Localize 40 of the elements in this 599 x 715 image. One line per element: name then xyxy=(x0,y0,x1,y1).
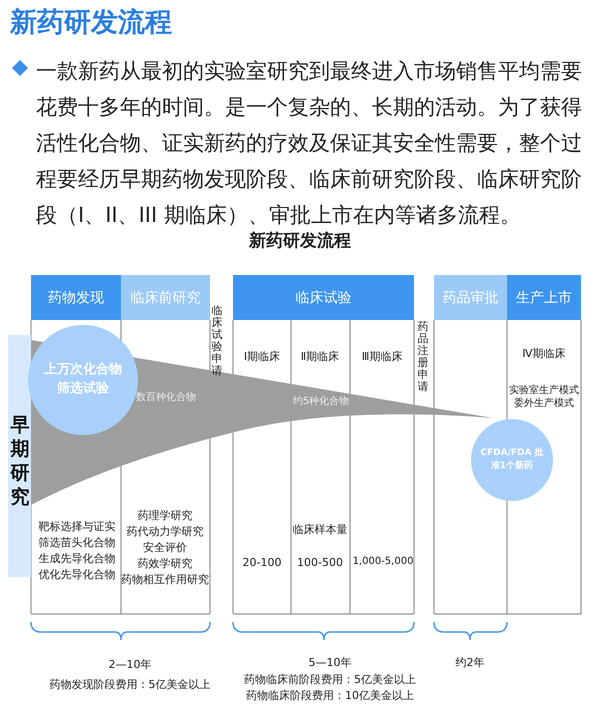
duration-text: 5—10年 xyxy=(308,655,352,670)
note-text: 委外生产模式 xyxy=(514,396,574,410)
item-text: 优化先导化合物 xyxy=(38,567,116,582)
funnel-label: 数百种化合物 xyxy=(136,390,196,404)
page-title: 新药研发流程 xyxy=(10,6,172,40)
band-label: 早期研究 xyxy=(10,413,30,509)
intro-paragraph: 一款新药从最初的实验室研究到最终进入市场销售平均需要花费十多年的时间。是一个复杂的、长期的活动。为了获得活性化合物、证实新药的疗效及保证其安全性需要，整个过程要经历早期药物发现阶段、临床前研究阶段、临床研究阶段（I、II、III 期临床）、审批上市在内等诸多流程。 xyxy=(36,58,583,229)
phase-header: 临床前研究 xyxy=(121,275,210,320)
cost-text: 药物发现阶段费用：5亿美金以上 xyxy=(50,677,210,692)
vertical-label: 临床试验申请 xyxy=(211,305,223,377)
item-text: 筛选苗头化合物 xyxy=(38,535,116,550)
cost-text: 药物临床前阶段费用：5亿美金以上 xyxy=(244,672,416,687)
phase-label: Ⅲ期临床 xyxy=(362,349,402,364)
phase-label: Ⅳ期临床 xyxy=(522,346,566,361)
item-text: 安全评价 xyxy=(143,540,187,555)
duration-text: 2—10年 xyxy=(108,657,152,672)
chart-title: 新药研发流程 xyxy=(249,230,351,252)
stage-circle: CFDA/FDA 批准1个新药 xyxy=(471,419,553,501)
item-text: 临床样本量 xyxy=(292,522,348,537)
phase-header: 生产上市 xyxy=(507,275,581,320)
duration-text: 约2年 xyxy=(456,655,484,670)
value-text: 1,000-5,000 xyxy=(352,556,414,567)
phase-header: 药品审批 xyxy=(434,275,507,320)
item-text: 药理学研究 xyxy=(138,508,192,523)
value-text: 100-500 xyxy=(297,556,343,569)
phase-header: 临床试验 xyxy=(233,275,414,320)
funnel-label: 约5种化合物 xyxy=(292,394,350,408)
item-text: 生成先导化合物 xyxy=(38,551,116,566)
item-text: 药效学研究 xyxy=(138,556,192,571)
value-text: 20-100 xyxy=(242,556,282,569)
note-text: 实验室生产模式 xyxy=(509,384,579,397)
item-text: 靶标选择与证实 xyxy=(38,519,116,534)
phase-label: Ⅰ期临床 xyxy=(244,349,280,364)
phase-label: Ⅱ期临床 xyxy=(300,349,340,364)
cost-text: 药物临床阶段费用：10亿美金以上 xyxy=(246,688,414,703)
item-text: 药物相互作用研究 xyxy=(121,572,209,587)
item-text: 药代动力学研究 xyxy=(126,524,204,539)
side-band xyxy=(8,335,31,577)
phase-header: 药物发现 xyxy=(31,275,121,320)
vertical-label: 药品注册申请 xyxy=(417,321,429,393)
